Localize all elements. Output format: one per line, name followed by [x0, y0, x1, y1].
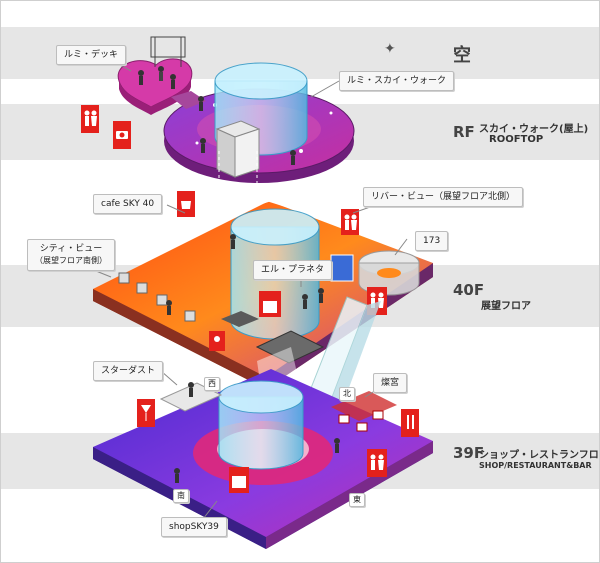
floor-39f-code: 39F [453, 444, 485, 462]
sky-star-icon: ✦ [384, 41, 396, 57]
cafe-icon-40f [177, 191, 195, 217]
info-icon-40f [209, 331, 225, 351]
callout-city-view-title: シティ・ビュー [39, 244, 103, 254]
floor-40f-code: 40F [453, 281, 485, 299]
direction-east-label: 東 [349, 493, 365, 507]
floor-40f-name: 展望フロア [481, 301, 531, 312]
floor-rf-sub: ROOFTOP [489, 134, 544, 145]
floor-rf-name: スカイ・ウォーク(屋上) [479, 124, 589, 135]
floor-39f-name: ショップ・レストランフロア [479, 450, 600, 461]
gift-icon-40f [259, 291, 281, 317]
restroom-icon-40f-north [341, 209, 359, 235]
direction-north-label: 北 [339, 387, 355, 401]
callout-room-173[interactable]: 173 [415, 231, 449, 251]
restaurant-icon-39f [401, 409, 419, 437]
direction-south-label: 南 [173, 489, 189, 503]
callout-stardust[interactable]: スターダスト [93, 361, 164, 381]
lumi-deck-platform [117, 36, 193, 115]
camera-icon-rf [113, 121, 131, 149]
callout-sanrou[interactable]: 燦宮 [373, 373, 408, 393]
callout-el-planeta[interactable]: エル・プラネタ [253, 260, 333, 280]
floor-sky-code: 空 [453, 45, 471, 66]
floor-rf-code: RF [453, 123, 475, 141]
restroom-icon-39f [367, 449, 387, 477]
restroom-icon-rf [81, 105, 99, 133]
callout-city-view-sub: （展望フロア南側） [35, 256, 107, 265]
callout-cafe-sky40[interactable]: cafe SKY 40 [93, 194, 163, 214]
callout-lumi-sky-walk[interactable]: ルミ・スカイ・ウォーク [339, 71, 455, 91]
floor-39f-sub: SHOP/RESTAURANT&BAR [479, 461, 592, 470]
callout-city-view[interactable]: シティ・ビュー （展望フロア南側） [27, 239, 115, 271]
bar-icon-39f [137, 399, 155, 427]
sky-walk-platform [163, 62, 355, 183]
callout-lumi-deck[interactable]: ルミ・デッキ [56, 45, 127, 65]
callout-shop-sky39[interactable]: shopSKY39 [161, 517, 227, 537]
callout-river-view[interactable]: リバー・ビュー（展望フロア北側） [363, 187, 524, 207]
direction-west-label: 西 [204, 377, 220, 391]
gift-icon-39f [229, 467, 249, 493]
